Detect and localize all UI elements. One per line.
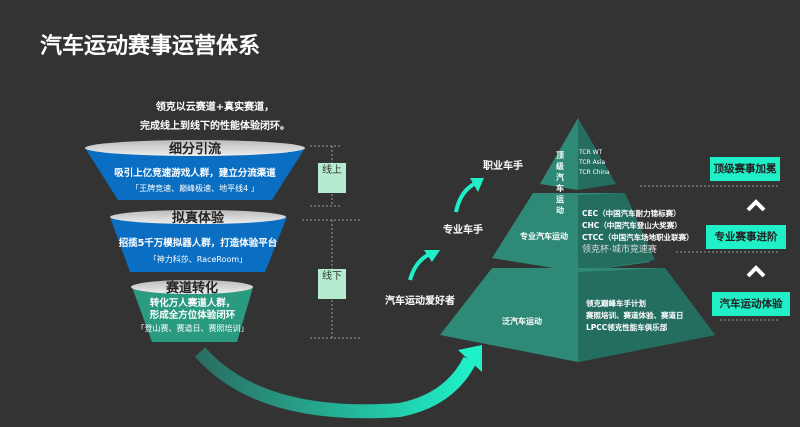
funnel-1-sub: 「王牌竞速、巅峰极速、地平线4 」 [131,184,259,193]
pyramid [440,118,715,362]
chevron-up-icon [746,199,766,278]
funnel-3-desc: 转化万人赛道人群，形成全方位体验闭环 [130,298,255,322]
level-enthusiast: 汽车运动爱好者 [385,296,455,307]
intro-line: 完成线上到线下的性能体验闭环。 [140,121,290,132]
funnel-tier-3 [132,287,253,342]
loop-arrow-head [458,345,482,372]
funnel-tier-2 [110,217,287,272]
funnel-1-desc: 吸引上亿竞速游戏人群，建立分流渠道 [114,168,276,179]
item: TCR Asia [579,159,606,166]
item: CTCC（中国汽车场地职业联赛） [582,233,694,242]
item: LPCC领克性能车俱乐部 [586,323,668,332]
funnel-2-desc: 招揽5千万模拟器人群，打造体验平台 [118,238,278,249]
stage-dividers [640,185,778,321]
arrow-up-2-head [470,178,484,192]
page-title: 汽车运动赛事运营体系 [40,34,261,59]
stage-pro: 专业赛事进阶 [706,225,786,249]
loop-arrow [194,347,477,419]
funnel-tier-1 [85,148,305,200]
funnel-2-heading: 拟真体验 [171,211,224,226]
intro-line: 领克以云赛道+真实赛道， [155,102,275,113]
item: CEC（中国汽车耐力锦标赛） [582,209,681,218]
pyramid-top-name: 顶级汽车运动 [556,151,564,215]
intro-text: 领克以云赛道+真实赛道， 完成线上到线下的性能体验闭环。 [100,98,330,136]
item: 领克杯·城市竞速赛 [582,245,657,255]
level-professional: 专业车手 [443,225,483,236]
item: CHC（中国汽车登山大奖赛） [582,221,682,230]
stage-experience: 汽车运动体验 [712,292,790,316]
funnel-2-sub: 「神力科莎、RaceRoom」 [148,255,248,264]
funnel-3-heading: 赛道转化 [165,281,218,296]
arrow-up-2 [454,182,476,213]
pyramid-bottom-items: 领克巅峰车手计划赛照培训、赛道体验、赛道日 LPCC领克性能车俱乐部 [586,298,684,334]
item: TCR China [579,169,610,176]
funnel-3-sub: 「登山赛、赛道日、赛照培训」 [136,324,249,333]
level-pro-driver: 职业车手 [483,161,523,172]
stage-top: 顶级赛事加冕 [710,157,780,181]
pyramid-middle-items: CEC（中国汽车耐力锦标赛） CHC（中国汽车登山大奖赛） CTCC（中国汽车场地职… [582,208,694,256]
funnel-tier-1-top [85,140,305,156]
desc-line: 形成全方位体验闭环 [149,310,236,321]
funnel-tier-3-top [131,280,253,294]
desc-line: 转化万人赛道人群， [149,298,236,309]
pyramid-bottom-name: 泛汽车运动 [502,317,542,326]
funnel-tier-2-top [110,210,286,224]
offline-label: 线下 [318,269,346,299]
item: TCR WT [579,149,603,156]
item: 领克巅峰车手计划 [586,299,646,308]
arrow-up-1 [408,253,430,281]
online-label: 线上 [318,163,346,193]
item: 赛照培训、赛道体验、赛道日 [586,311,684,320]
arrow-up-1-head [424,250,440,262]
funnel-1-heading: 细分引流 [168,142,221,157]
pyramid-middle-name: 专业汽车运动 [520,232,568,241]
